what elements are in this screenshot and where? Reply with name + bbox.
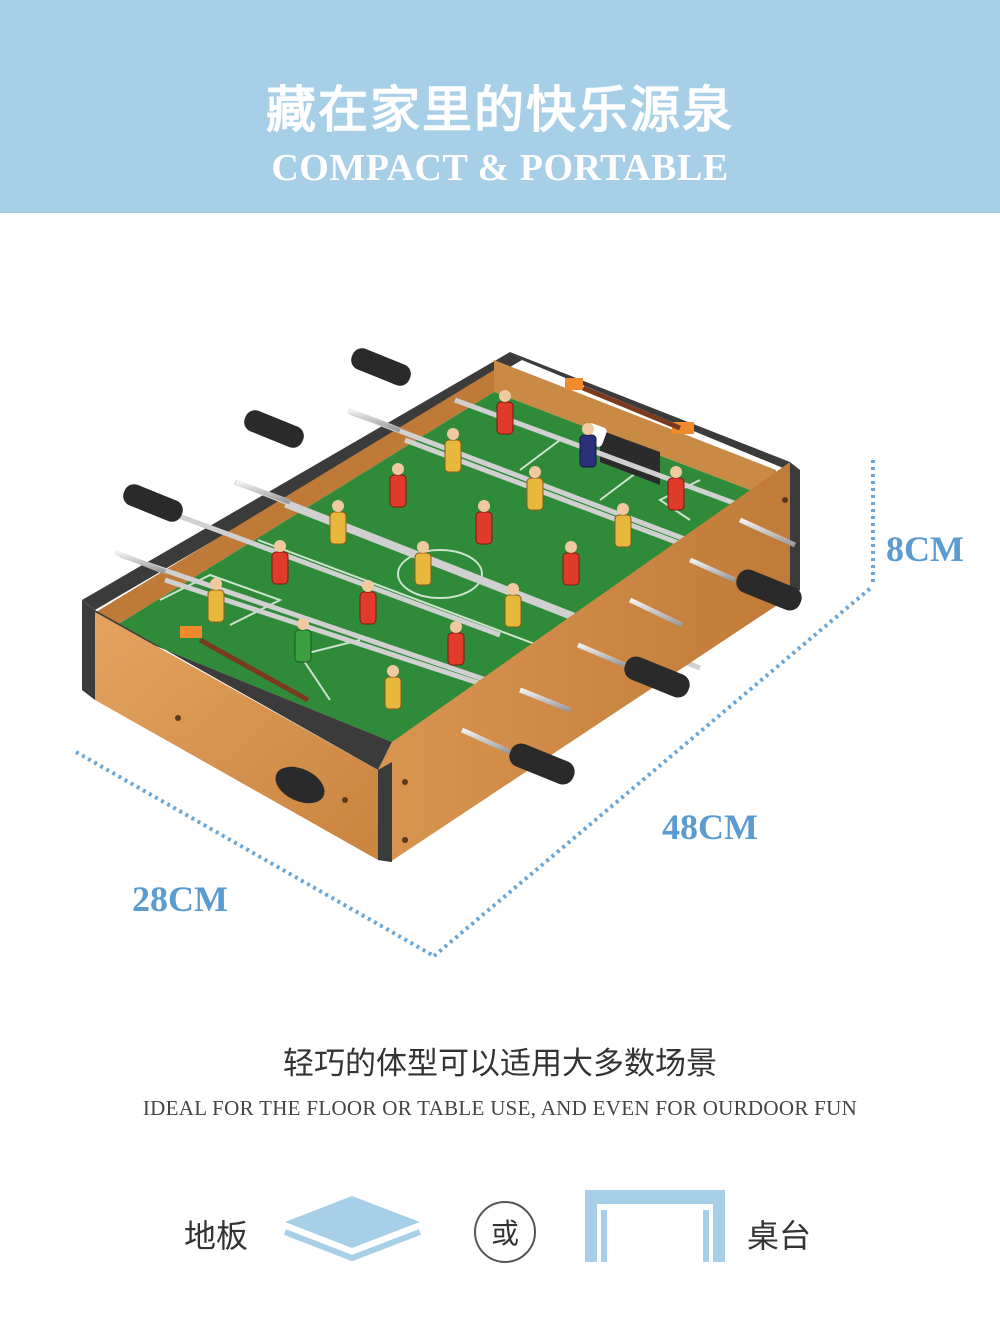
dimension-lines xyxy=(75,460,875,958)
or-badge: 或 xyxy=(474,1201,536,1263)
players xyxy=(207,390,685,710)
table-label: 桌台 xyxy=(747,1217,812,1255)
width-dimension-label: 28CM xyxy=(132,879,228,919)
page-subtitle: COMPACT & PORTABLE xyxy=(271,147,729,189)
header-banner: 藏在家里的快乐源泉 COMPACT & PORTABLE xyxy=(0,0,1000,213)
height-dimension-label: 8CM xyxy=(886,529,964,569)
foosball-table-image xyxy=(75,348,875,958)
floor-label: 地板 xyxy=(184,1217,249,1255)
length-dimension-label: 48CM xyxy=(662,807,758,847)
usage-subtitle-cn: 轻巧的体型可以适用大多数场景 xyxy=(283,1046,717,1082)
usage-subtitle-en: IDEAL FOR THE FLOOR OR TABLE USE, AND EV… xyxy=(142,1096,858,1120)
page-title: 藏在家里的快乐源泉 xyxy=(266,81,734,139)
floor-icon xyxy=(283,1196,422,1262)
table-icon xyxy=(585,1190,725,1262)
